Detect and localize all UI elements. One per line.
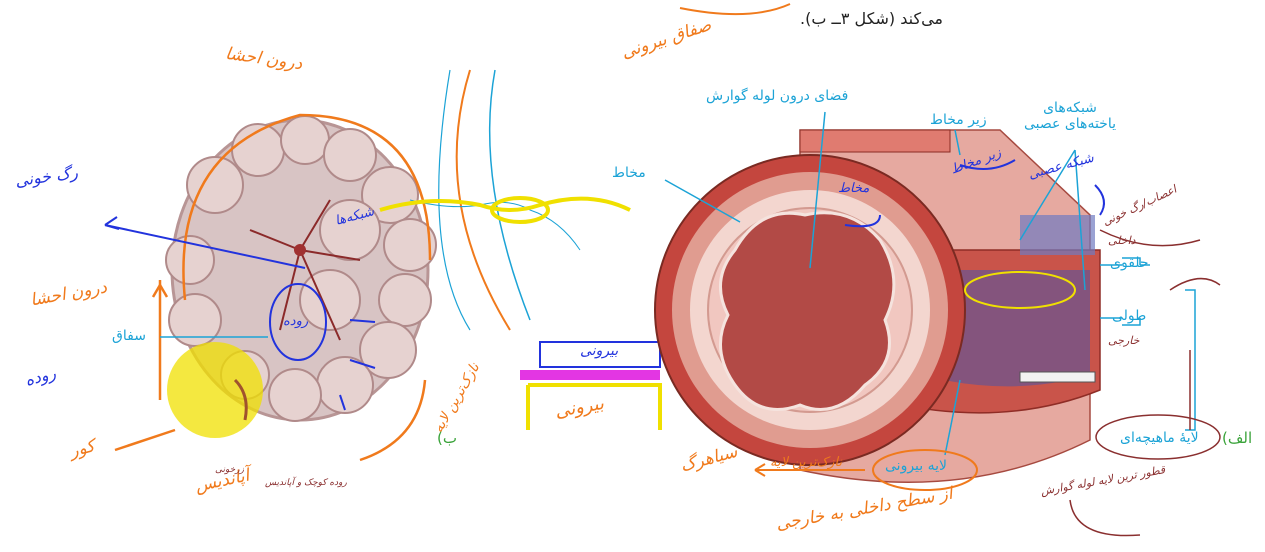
note-outer-box: بیرونی	[580, 343, 618, 359]
nerve-plexus-label: شبکه‌های یاخته‌های عصبی	[1020, 100, 1120, 132]
note-brown-small-2: روده کوچک و آپاندیس	[265, 478, 347, 488]
note-right-margin-3: خارجی	[1108, 335, 1139, 348]
lumen-label: فضای درون لوله گوارش	[706, 88, 848, 104]
note-mucosa-ink: مخاط	[838, 182, 869, 197]
muscle-layer-label: لایهٔ ماهیچه‌ای	[1120, 430, 1199, 446]
note-brown-small-1: زرخونی	[215, 465, 244, 475]
longitudinal-label: طولی	[1112, 308, 1146, 324]
gi-tract-crosssection	[655, 130, 1100, 482]
mucosa-label: مخاط	[612, 165, 646, 181]
note-blue-circle: روده	[283, 315, 308, 330]
top-caption: می‌کند (شکل ۳ــ ب).	[800, 10, 943, 28]
note-thinnest: نازک‌ترین لایه	[770, 456, 842, 471]
note-right-margin-2: داخلی	[1108, 235, 1136, 248]
cecum-highlight	[167, 342, 263, 438]
serosa-label: لایه بیرونی	[885, 458, 947, 474]
fig-a-label: الف)	[1222, 430, 1252, 447]
mesentery-label: سفاق	[112, 328, 146, 344]
submucosa-label: زیر مخاط	[930, 112, 987, 128]
circular-label: حلقوی	[1110, 255, 1149, 271]
